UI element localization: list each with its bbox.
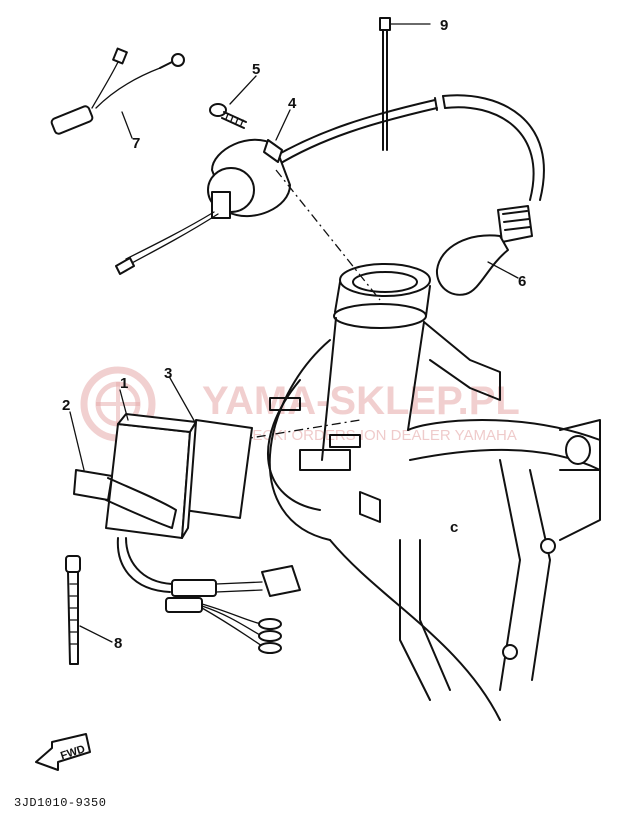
bolt: [209, 103, 247, 129]
leader-lines: [237, 169, 381, 441]
wire-lead: [50, 47, 185, 135]
diagram-code: 3JD1010-9350: [14, 796, 106, 810]
cable-tie-left: [65, 555, 81, 665]
label-part-4: 4: [288, 95, 297, 112]
ignition-hose: [271, 94, 545, 201]
callout-leaders: [69, 75, 519, 643]
label-part-9: 9: [440, 17, 448, 34]
label-part-7: 7: [132, 135, 140, 152]
label-part-8: 8: [114, 635, 122, 652]
label-part-1: 1: [120, 375, 128, 392]
cable-tie-top: [379, 17, 431, 151]
spark-plug-cap: [435, 205, 533, 296]
label-part-6: 6: [518, 273, 526, 290]
watermark-title: YAMA-SKLEP.PL: [202, 379, 520, 423]
frame: c: [267, 263, 601, 721]
svg-text:c: c: [450, 519, 458, 536]
label-part-3: 3: [164, 365, 172, 382]
ignition-coil: [115, 138, 291, 275]
cdi-wiring: [116, 537, 301, 654]
label-part-2: 2: [62, 397, 70, 414]
cdi-bracket: [73, 469, 177, 529]
fwd-arrow-icon: FWD: [35, 733, 91, 771]
watermark: YAMA-SKLEP.PL WOJNIECKI ORDERS ION DEALE…: [80, 366, 520, 444]
label-part-5: 5: [252, 61, 260, 78]
